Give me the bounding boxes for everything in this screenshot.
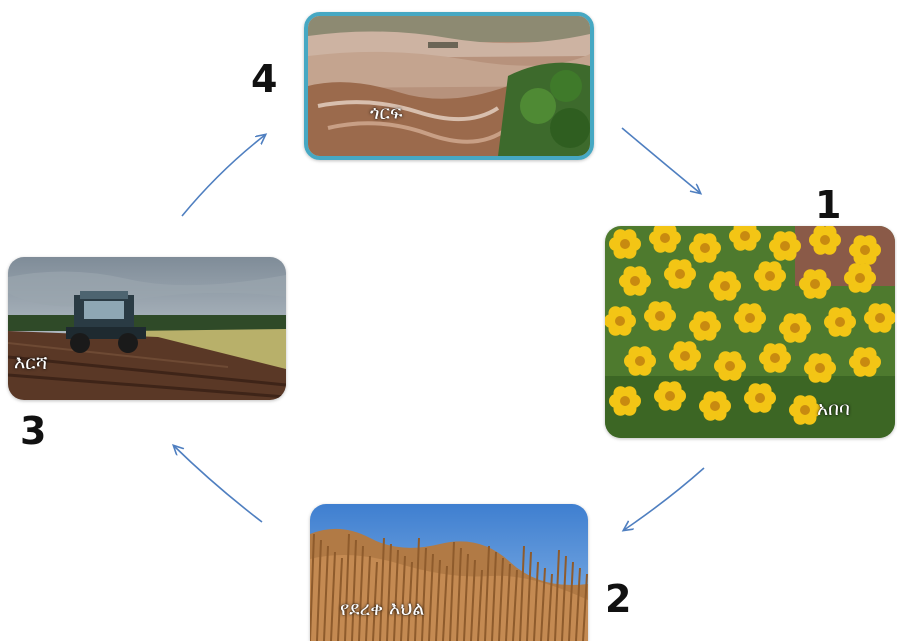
stage-card-flood: ጎርፍ <box>304 12 594 160</box>
stage-card-grain: የደረቀ እህል <box>310 504 588 641</box>
step-number-2: 2 <box>605 577 632 621</box>
arrow-4-to-1 <box>621 127 700 193</box>
stage-label-grain: የደረቀ እህል <box>340 598 425 620</box>
flower-image <box>605 226 895 438</box>
grain-image <box>310 504 588 641</box>
flood-image <box>308 16 590 156</box>
step-number-4: 4 <box>251 57 278 101</box>
stage-label-flood: ጎርፍ <box>370 102 403 124</box>
step-number-3: 3 <box>20 409 47 453</box>
plough-image <box>8 257 286 400</box>
stage-card-plough: እርሻ <box>8 257 286 400</box>
arrow-1-to-2 <box>624 467 705 530</box>
arrow-2-to-3 <box>174 446 263 523</box>
stage-card-flower: አበባ <box>605 226 895 438</box>
arrow-3-to-4 <box>181 135 265 217</box>
step-number-1: 1 <box>815 183 842 227</box>
stage-label-flower: አበባ <box>817 398 850 420</box>
stage-label-plough: እርሻ <box>14 352 48 374</box>
